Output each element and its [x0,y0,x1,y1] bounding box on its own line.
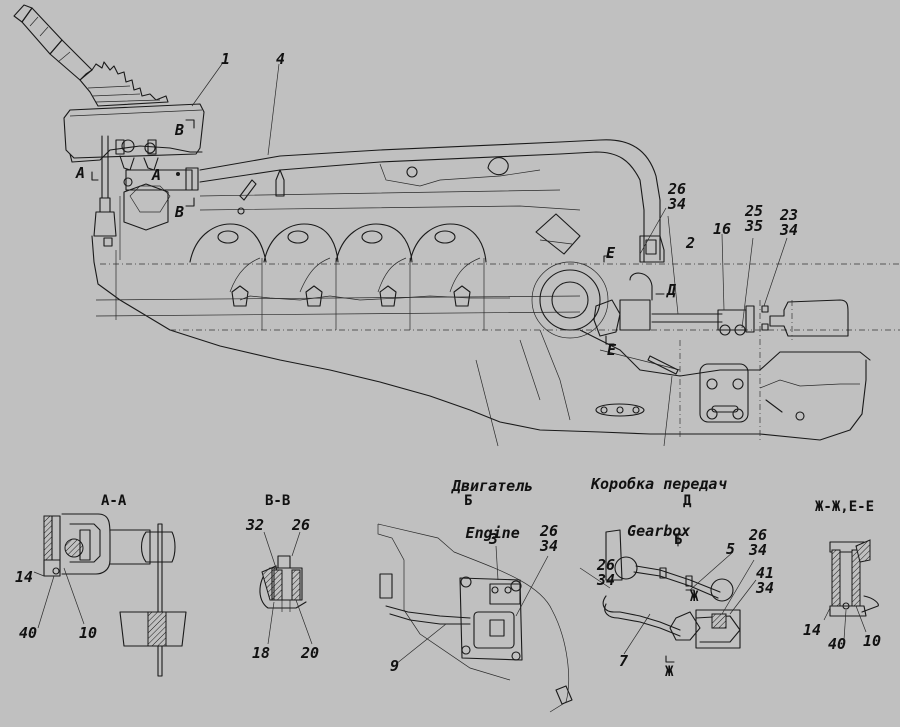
view-d-mark-zh-bottom: Ж [665,664,674,680]
part-number: 34 [749,541,768,559]
view-d-mark-b: Б [674,532,683,548]
section-mark-e-top: E [606,244,616,262]
cylinder-heads [189,223,487,263]
engine-caption-en: Engine [465,523,520,542]
view-b-label-9: 9 [390,657,400,675]
section-mark-a-right: A [152,166,162,184]
section-mark-b-top: B [175,121,185,139]
gearbox-caption-ru: Коробка передач [591,474,727,493]
view-d-label-26-34-left: 26 34 [597,558,615,588]
part-label-16: 16 [713,220,732,238]
shift-rod-4 [199,139,665,263]
view-d-label-41-34: 41 34 [756,566,774,596]
part-number: 26 [540,522,559,540]
leader-lines [91,63,788,447]
section-aa-title: A-A [101,493,127,509]
aa-label-10: 10 [79,624,98,642]
gearbox-caption: Коробка передач Gearbox [591,445,726,555]
main-view [13,4,900,447]
gear-lever [13,4,169,107]
part-number: 34 [597,571,616,589]
part-label-25-35: 25 35 [745,204,763,234]
part-label-4: 4 [276,50,286,68]
fuel-injectors [229,257,510,330]
view-b-label-3: 3 [489,530,499,548]
engine-block [91,157,900,441]
shift-housing [63,103,205,191]
engine-caption-ru: Двигатель [452,476,534,495]
part-number: 26 [597,556,616,574]
part-number: 34 [668,195,687,213]
view-b-title: Б [464,493,473,509]
part-number: 34 [780,221,799,239]
part-number: 35 [745,217,764,235]
zh-label-14: 14 [803,621,822,639]
view-b-label-26-34: 26 34 [540,524,558,554]
engine-caption: Двигатель Engine [452,447,533,557]
part-number: 26 [668,180,687,198]
shift-rod-2 [651,299,849,340]
part-label-26-34-main: 26 34 [668,182,686,212]
part-number: 23 [780,206,799,224]
bb-label-32: 32 [246,516,265,534]
section-bb-title: B-B [265,493,291,509]
part-number: 25 [745,202,764,220]
view-d-drawing [579,529,757,663]
part-number: 26 [749,526,768,544]
bb-label-18: 18 [252,644,271,662]
zh-label-10: 10 [863,632,882,650]
section-aa-drawing [33,513,187,677]
gearbox-caption-en: Gearbox [627,521,691,540]
bb-label-20: 20 [301,644,320,662]
section-zh-ee-drawing [823,539,879,641]
section-mark-b-bottom: B [175,203,185,221]
aa-label-14: 14 [15,568,34,586]
section-mark-e-bottom: E [607,341,617,359]
part-number: 34 [756,579,775,597]
bb-label-26: 26 [292,516,311,534]
view-d-label-7: 7 [619,652,629,670]
view-b-drawing [377,523,573,713]
view-mark-d: Д [667,281,677,299]
view-d-label-26-34-right: 26 34 [749,528,767,558]
part-label-1: 1 [221,50,231,68]
gearbox [579,300,871,440]
section-zh-ee-title: Ж-Ж,Е-Е [815,499,875,515]
part-label-23-34: 23 34 [780,208,798,238]
aa-label-40: 40 [19,624,38,642]
clutch-housing [519,213,653,421]
view-d-title: Д [683,493,692,509]
part-number: 34 [540,537,559,555]
zh-label-40: 40 [828,635,847,653]
section-bb-drawing [259,531,313,645]
left-rod [93,135,117,247]
view-d-mark-zh-top: Ж [690,589,699,605]
section-mark-a-left: A [76,164,86,182]
part-label-2: 2 [686,234,696,252]
part-number: 41 [756,564,775,582]
view-d-label-5: 5 [726,540,736,558]
